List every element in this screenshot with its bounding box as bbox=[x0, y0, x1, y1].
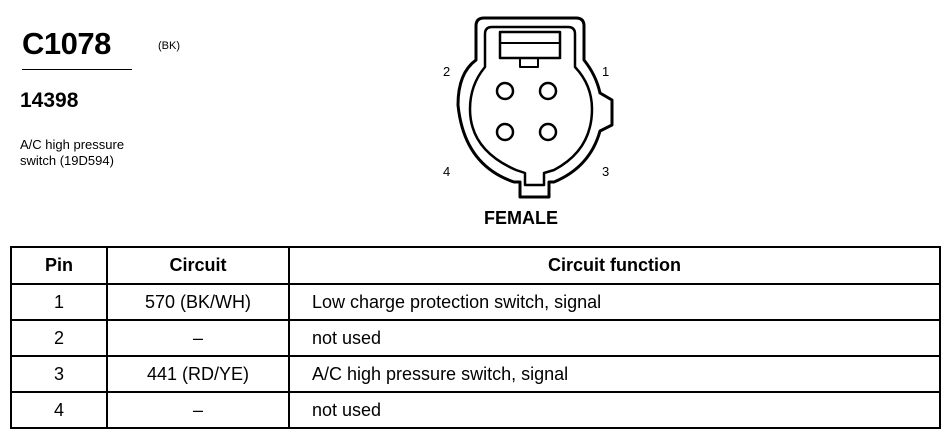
header-pin: Pin bbox=[10, 246, 108, 285]
cell-pin: 3 bbox=[10, 355, 108, 393]
cell-circuit: – bbox=[106, 319, 290, 357]
title-underline bbox=[22, 69, 132, 70]
cell-function: not used bbox=[288, 319, 941, 357]
cell-circuit: 441 (RD/YE) bbox=[106, 355, 290, 393]
connector-face-diagram bbox=[456, 16, 614, 199]
header-circuit: Circuit bbox=[106, 246, 290, 285]
locking-tab bbox=[498, 30, 562, 60]
table-header-row: Pin Circuit Circuit function bbox=[10, 246, 941, 285]
table-row: 4 – not used bbox=[10, 391, 941, 429]
cell-circuit: – bbox=[106, 391, 290, 429]
color-code: (BK) bbox=[158, 40, 180, 52]
table-row: 3 441 (RD/YE) A/C high pressure switch, … bbox=[10, 355, 941, 393]
connector-gender: FEMALE bbox=[484, 208, 558, 228]
cavity-pin-1 bbox=[538, 81, 558, 101]
connector-inner-outline bbox=[468, 25, 594, 187]
locking-tab-notch bbox=[519, 57, 539, 68]
connector-outline bbox=[456, 16, 614, 199]
part-number: 14398 bbox=[20, 89, 79, 112]
description-line-1: A/C high pressure bbox=[20, 137, 125, 152]
pin-label-2: 2 bbox=[443, 64, 451, 79]
pinout-table: Pin Circuit Circuit function 1 570 (BK/W… bbox=[10, 246, 941, 429]
description-line-2: switch (19D594) bbox=[20, 153, 114, 168]
cell-function: Low charge protection switch, signal bbox=[288, 283, 941, 321]
cell-pin: 2 bbox=[10, 319, 108, 357]
table-row: 2 – not used bbox=[10, 319, 941, 357]
cell-function: A/C high pressure switch, signal bbox=[288, 355, 941, 393]
pin-label-3: 3 bbox=[602, 164, 610, 179]
cavity-pin-4 bbox=[495, 122, 515, 142]
connector-id: C1078 bbox=[22, 26, 111, 61]
cell-pin: 4 bbox=[10, 391, 108, 429]
header-circuit-function: Circuit function bbox=[288, 246, 941, 285]
pin-label-1: 1 bbox=[602, 64, 610, 79]
cavity-pin-2 bbox=[495, 81, 515, 101]
pin-label-4: 4 bbox=[443, 164, 451, 179]
cell-function: not used bbox=[288, 391, 941, 429]
cavity-pin-3 bbox=[538, 122, 558, 142]
cell-pin: 1 bbox=[10, 283, 108, 321]
table-row: 1 570 (BK/WH) Low charge protection swit… bbox=[10, 283, 941, 321]
description: A/C high pressure switch (19D594) bbox=[20, 137, 124, 169]
cell-circuit: 570 (BK/WH) bbox=[106, 283, 290, 321]
